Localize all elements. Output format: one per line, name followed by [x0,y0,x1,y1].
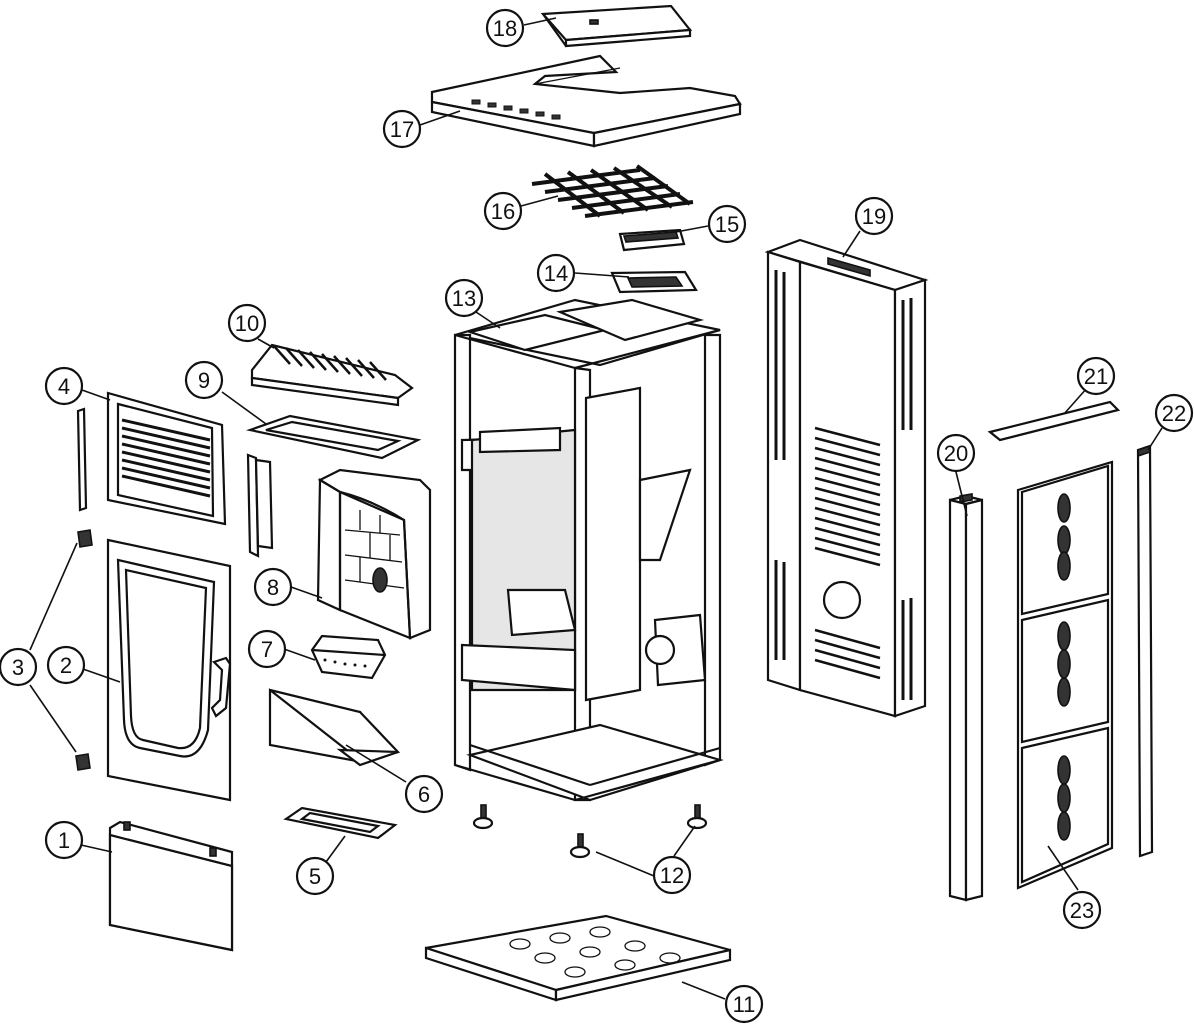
svg-text:2: 2 [60,653,72,678]
callout-19: 19 [854,196,894,236]
callout-7: 7 [247,629,287,669]
svg-text:5: 5 [309,864,321,889]
leader-21 [1063,387,1088,415]
leader-10 [257,338,275,349]
leader-6 [345,744,407,783]
leader-15 [675,225,709,233]
leader-8 [290,586,323,599]
callout-12: 12 [652,855,692,895]
part-12-adjustable-feet [472,804,708,859]
callout-5: 5 [295,856,335,896]
svg-text:22: 22 [1162,401,1186,426]
part-2-door [106,538,232,802]
leader-13 [475,311,501,329]
part-13-main-frame [453,298,724,802]
callout-1: 1 [44,820,84,860]
callout-9: 9 [184,360,224,400]
callout-2: 2 [46,645,86,685]
part-20-left-column [948,493,984,902]
part-10-grate [250,343,414,407]
part-17-top-cover [430,54,742,148]
part-9-gasket-frame [245,414,422,460]
leader-11 [681,981,726,1000]
part-6-ash-drawer [268,688,401,767]
leader-22 [1147,427,1163,451]
svg-text:17: 17 [390,117,414,142]
callout-11: 11 [724,984,764,1024]
callout-4: 4 [44,366,84,406]
part-1-lower-front-panel [108,820,234,952]
svg-text:7: 7 [261,637,273,662]
svg-text:4: 4 [58,374,70,399]
leader-17 [419,110,461,126]
svg-text:8: 8 [267,575,279,600]
leader-3b [29,684,77,753]
callout-16: 16 [483,191,523,231]
callout-6: 6 [404,774,444,814]
callout-17: 17 [382,109,422,149]
part-3-hinge-knob [75,529,93,771]
part-14-frame-bracket [610,270,698,294]
callout-23: 23 [1062,890,1102,930]
svg-text:14: 14 [544,261,568,286]
callout-14: 14 [536,253,576,293]
svg-text:9: 9 [198,368,210,393]
leader-4 [81,389,111,401]
part-18-top-lid [540,4,693,48]
leader-3a [29,542,78,651]
callout-21: 21 [1076,356,1116,396]
svg-text:15: 15 [715,212,739,237]
leader-12b [673,825,696,857]
part-7-burn-pot [310,634,387,680]
callout-20: 20 [936,433,976,473]
part-21-top-strip [987,400,1121,442]
svg-text:6: 6 [418,782,430,807]
svg-text:20: 20 [944,441,968,466]
leader-20 [955,471,968,517]
leader-19 [842,230,861,258]
leader-16 [520,195,559,207]
leader-18 [523,17,557,26]
callout-10: 10 [227,303,267,343]
callout-18: 18 [485,8,525,48]
svg-text:12: 12 [660,863,684,888]
part-8-firebrick-liner [316,468,432,640]
part-23-rear-panel [1016,460,1114,890]
svg-text:11: 11 [733,992,756,1017]
leader-23 [1047,845,1079,891]
svg-text:13: 13 [452,286,476,311]
svg-text:23: 23 [1070,898,1094,923]
svg-text:10: 10 [235,311,259,336]
callout-15: 15 [707,204,747,244]
leader-7 [283,648,316,661]
part-15-small-tray [618,228,686,252]
svg-text:19: 19 [862,204,886,229]
part-4-upper-front-panel [106,391,227,526]
leader-lines [29,17,1163,1000]
svg-text:21: 21 [1084,364,1108,389]
leader-1 [80,844,113,853]
callout-3: 3 [0,647,38,687]
leader-5 [325,835,346,863]
part-11-base-plate [424,914,732,1002]
callouts: 1 2 3 4 5 6 7 8 9 10 11 12 13 14 15 16 1… [0,8,1194,1024]
callout-8: 8 [253,567,293,607]
svg-text:1: 1 [58,828,70,853]
leader-12a [595,851,655,877]
leader-2 [82,668,121,683]
part-19-side-panel [764,238,929,718]
callout-22: 22 [1154,393,1194,433]
part-5-small-gasket [283,806,398,840]
hinge-bracket-left [76,407,88,512]
callout-13: 13 [444,278,484,318]
hinge-bracket-right [246,453,274,558]
svg-text:16: 16 [491,199,515,224]
svg-text:18: 18 [493,16,517,41]
leader-9 [221,391,267,425]
part-22-right-column [1136,444,1154,858]
part-16-mesh-grid [531,164,694,218]
svg-text:3: 3 [12,655,24,680]
leader-14 [574,272,630,278]
